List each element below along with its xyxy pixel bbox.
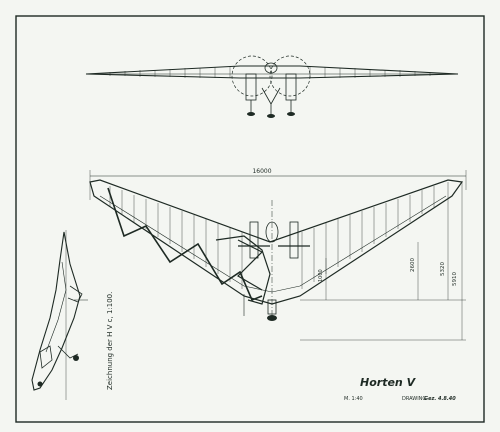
side-engine [67, 285, 83, 303]
main-spar [107, 187, 263, 302]
front-view [85, 55, 459, 118]
height-small-label: 1000 [318, 269, 324, 282]
height-mid-label: 2600 [410, 258, 416, 272]
side-fuselage-outline [31, 231, 81, 391]
drawing-signature: DRAWING [402, 396, 426, 402]
side-caption: Zeichnung der H V c, 1:100. [106, 292, 114, 390]
left-engine-plan [249, 221, 259, 259]
plan-left-ribs [109, 186, 243, 289]
center-frame [215, 235, 271, 305]
drawing-title: Horten V [360, 376, 417, 389]
trailing-edge-line [99, 195, 447, 293]
drawing-date-note: Gez. 4.8.40 [424, 396, 456, 402]
side-canopy [39, 345, 53, 369]
right-engine-plan [289, 221, 299, 259]
side-inner-line [45, 261, 67, 353]
side-main-wheel [73, 355, 79, 361]
right-propeller-disc [269, 55, 311, 97]
plan-landing-gear [243, 294, 277, 321]
right-wheel [287, 112, 295, 116]
plan-view: 16000 [89, 168, 467, 341]
side-tail-wheel [37, 381, 43, 387]
front-canopy [264, 62, 278, 74]
plan-wing-outline [89, 179, 464, 305]
front-landing-gear [250, 87, 292, 114]
plan-vertical-dimensions [300, 182, 466, 341]
length-center-label: 5320 [440, 262, 446, 276]
nose-wheel [267, 114, 275, 118]
side-view [31, 230, 88, 400]
left-propeller-disc [231, 55, 273, 97]
drawing-scale: M. 1:40 [344, 396, 363, 402]
span-dimension-label: 16000 [252, 168, 271, 175]
plan-right-ribs [301, 186, 435, 289]
front-wing-ribs [109, 67, 431, 78]
length-total-label: 5910 [452, 272, 458, 286]
left-wheel [247, 112, 255, 116]
sheet-border [15, 15, 485, 423]
